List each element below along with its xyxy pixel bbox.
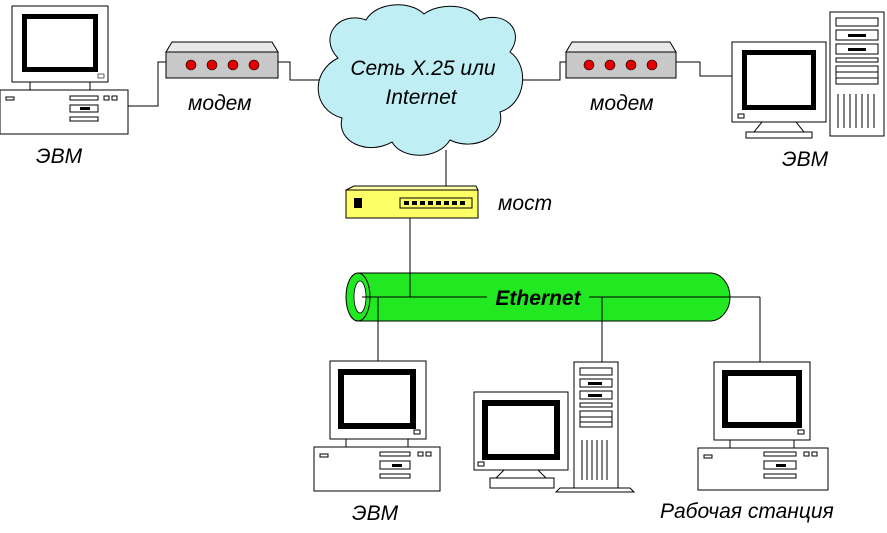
modem-left-led-icon bbox=[227, 59, 239, 71]
modem-left-label: модем bbox=[188, 92, 252, 115]
link-modem-cloud-left bbox=[278, 61, 322, 81]
server-bottom bbox=[473, 361, 636, 493]
modem-left-top bbox=[165, 41, 279, 53]
link-cloud-modem-right bbox=[500, 61, 567, 81]
computer-top-right-label: ЭВМ bbox=[782, 148, 829, 171]
bridge-label: мост bbox=[498, 192, 552, 215]
bridge: мост bbox=[345, 185, 552, 219]
modem-right-led-icon bbox=[625, 59, 637, 71]
tower-vents bbox=[837, 94, 875, 128]
link-pc-modem-left bbox=[128, 61, 167, 107]
modem-left-led-icon bbox=[185, 59, 197, 71]
ethernet-label: Ethernet bbox=[495, 287, 581, 310]
modem-left: модем bbox=[165, 41, 279, 115]
workstation: Рабочая станция bbox=[660, 361, 834, 523]
computer-bottom-label: ЭВМ bbox=[352, 502, 399, 525]
modem-right-top bbox=[565, 41, 677, 53]
tower-vents bbox=[581, 440, 608, 480]
ethernet-bus: Ethernet bbox=[345, 272, 761, 322]
modem-left-led-icon bbox=[206, 59, 218, 71]
cloud-shape bbox=[317, 4, 524, 156]
computer-top-right: ЭВМ bbox=[731, 11, 885, 171]
modem-right-led-icon bbox=[604, 59, 616, 71]
link-modem-pc-right bbox=[675, 61, 732, 77]
cloud-label-line2: Internet bbox=[385, 86, 457, 109]
computer-top-left: ЭВМ bbox=[0, 5, 129, 168]
bridge-ports-icon bbox=[404, 201, 465, 205]
modem-right-body bbox=[565, 51, 677, 79]
modem-right-led-icon bbox=[583, 59, 595, 71]
computer-top-left-label: ЭВМ bbox=[36, 145, 83, 168]
computer-bottom: ЭВМ bbox=[313, 360, 441, 525]
modem-right-led-icon bbox=[646, 59, 658, 71]
cloud-label-line1: Сеть X.25 или bbox=[350, 57, 496, 80]
modem-right: модем bbox=[565, 41, 677, 115]
modem-left-led-icon bbox=[248, 59, 260, 71]
modem-right-label: модем bbox=[590, 92, 654, 115]
network-cloud: Сеть X.25 или Internet bbox=[317, 4, 524, 156]
ethernet-pipe bbox=[357, 272, 731, 322]
modem-left-body bbox=[165, 51, 279, 79]
workstation-label: Рабочая станция bbox=[660, 500, 834, 523]
